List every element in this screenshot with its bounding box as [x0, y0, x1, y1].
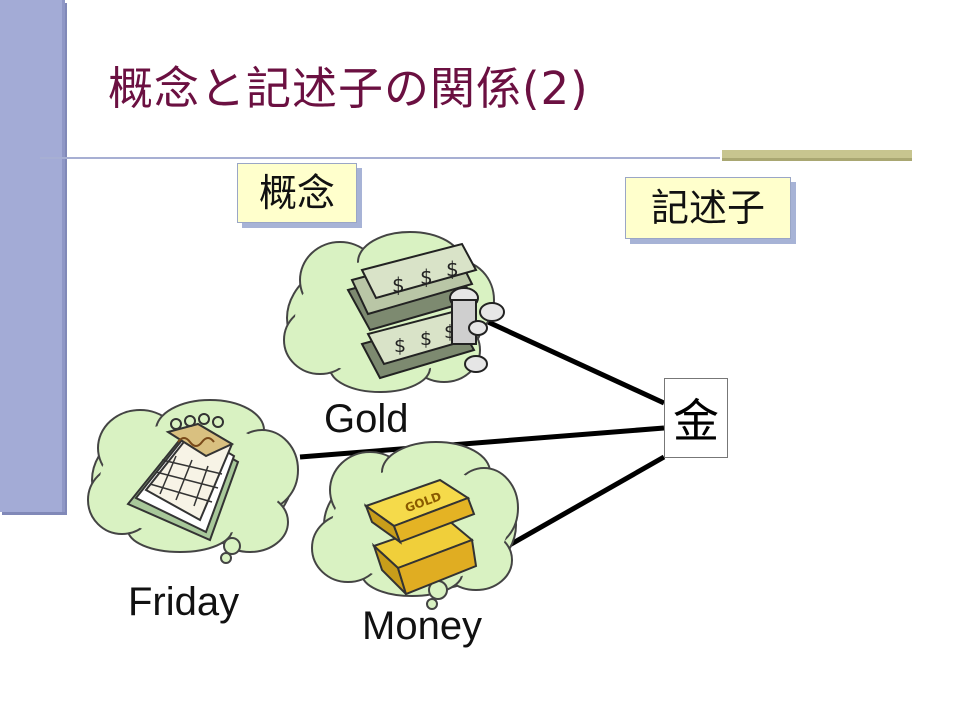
- connector-gold-to-kanji: [486, 319, 666, 406]
- concept-label-friday: Friday: [128, 580, 240, 624]
- descriptor-label-box: 記述子: [625, 177, 791, 239]
- calendar-icon: [126, 413, 240, 542]
- descriptor-kanji-box: 金: [664, 378, 728, 458]
- svg-text:$: $: [394, 335, 406, 357]
- svg-text:$: $: [446, 257, 459, 281]
- svg-text:$: $: [420, 265, 433, 289]
- slide-title: 概念と記述子の関係(2): [108, 62, 589, 115]
- money-icon: $ $ $ $ $ $: [346, 242, 505, 380]
- svg-text:$: $: [392, 273, 405, 297]
- gold-bars-icon: GOLD: [363, 478, 478, 596]
- concept-label-gold: Gold: [324, 397, 409, 441]
- connector-money-to-kanji: [490, 454, 666, 558]
- svg-text:$: $: [420, 328, 432, 350]
- accent-bar: [722, 150, 912, 161]
- left-accent-bar: [0, 0, 65, 512]
- title-underline: [40, 157, 720, 159]
- concept-label-box: 概念: [237, 163, 357, 223]
- concept-label-money: Money: [362, 604, 483, 648]
